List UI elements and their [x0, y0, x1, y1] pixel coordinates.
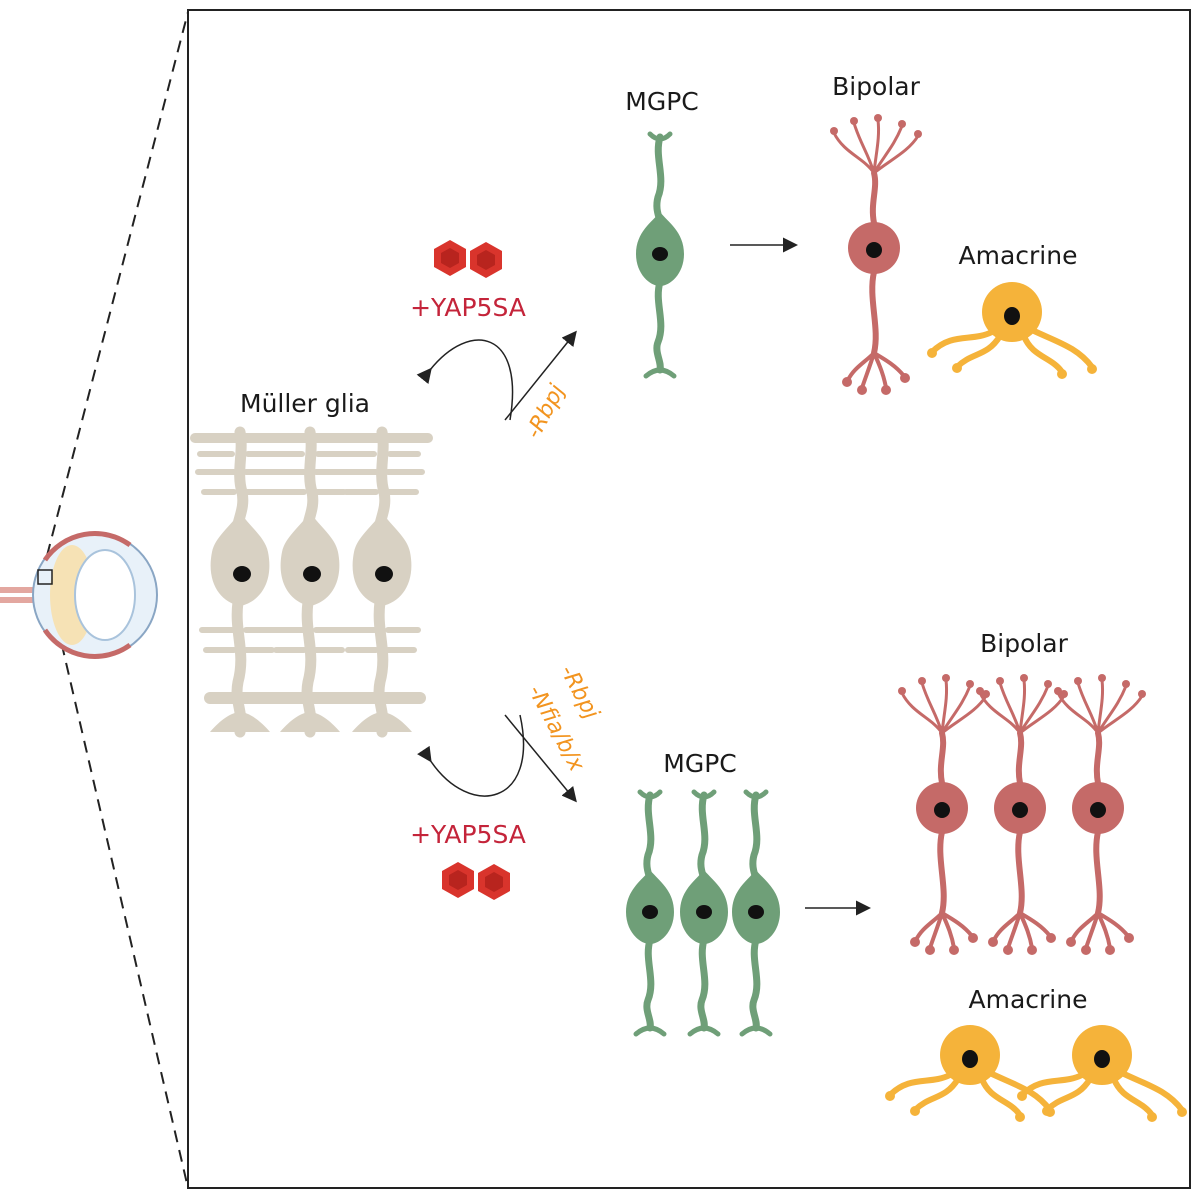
- eye-illustration: [0, 11, 189, 1189]
- top-mgpc-label: MGPC: [625, 87, 698, 116]
- bottom-bipolar-cells: [898, 674, 1146, 955]
- bottom-mgpc-cells: [626, 792, 780, 1034]
- bottom-diagonal-arrow: [504, 714, 577, 803]
- top-amacrine-cell: [927, 282, 1097, 379]
- main-frame: [187, 9, 1191, 1189]
- top-yap5sa-label: +YAP5SA: [410, 293, 526, 322]
- yap5sa-icon-top: [434, 240, 502, 278]
- bottom-amacrine-cells: [885, 1025, 1187, 1122]
- bottom-mgpc-label: MGPC: [663, 749, 736, 778]
- bottom-bipolar-label: Bipolar: [980, 629, 1069, 658]
- top-rbpj-label: -Rbpj: [521, 380, 570, 443]
- top-curved-arrow: [416, 339, 514, 421]
- bottom-amacrine-label: Amacrine: [969, 985, 1088, 1014]
- top-amacrine-label: Amacrine: [959, 241, 1078, 270]
- top-bipolar-cell: [830, 114, 922, 395]
- top-mgpc-cell: [636, 134, 684, 376]
- bottom-yap5sa-label: +YAP5SA: [410, 820, 526, 849]
- muller-glia-cluster: [190, 432, 433, 732]
- top-bipolar-label: Bipolar: [832, 72, 921, 101]
- muller-glia-label: Müller glia: [240, 389, 370, 418]
- yap5sa-icon-bottom: [442, 862, 510, 900]
- top-diagonal-arrow: [504, 330, 577, 421]
- bottom-curved-arrow: [417, 714, 525, 797]
